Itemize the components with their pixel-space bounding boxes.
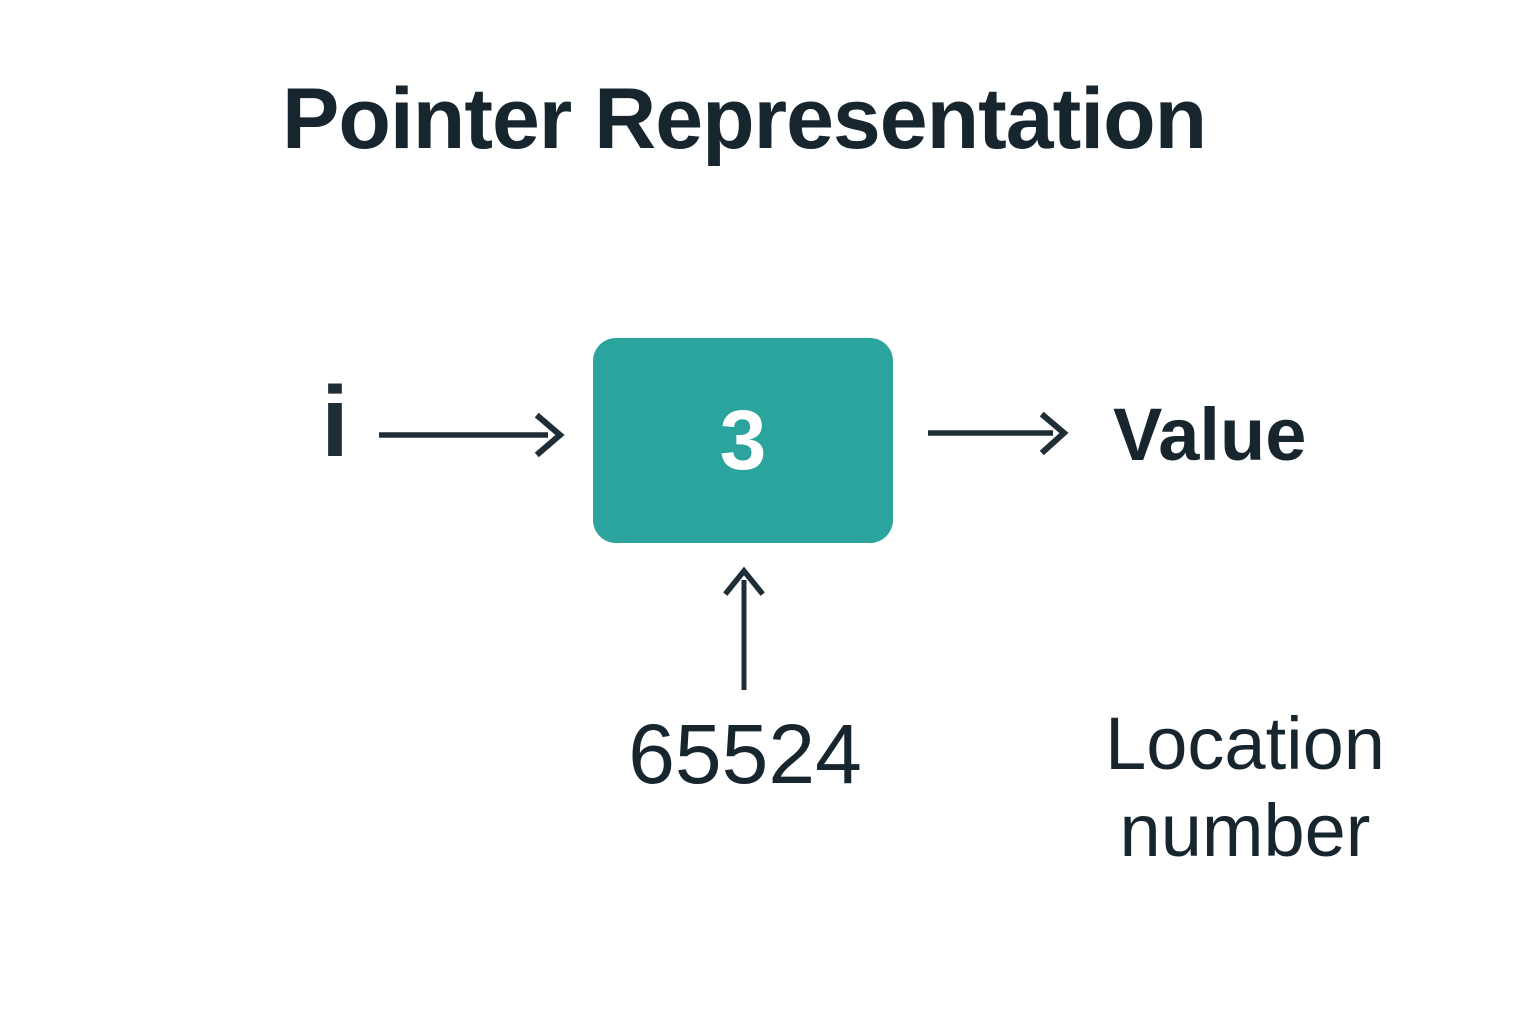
location-number-caption-line1: Location xyxy=(1105,702,1385,785)
pointer-variable-label: i xyxy=(321,366,349,478)
address-to-cell-arrow xyxy=(723,566,765,690)
value-caption: Value xyxy=(1113,393,1307,476)
memory-cell-box: 3 xyxy=(593,338,893,543)
location-number-caption: Location number xyxy=(1060,700,1430,875)
address-number: 65524 xyxy=(628,707,862,801)
cell-to-value-arrow xyxy=(928,411,1069,456)
memory-cell-value: 3 xyxy=(719,392,767,487)
location-number-caption-line2: number xyxy=(1119,789,1371,873)
pointer-to-cell-arrow xyxy=(379,412,565,458)
page-title: Pointer Representation xyxy=(282,71,1207,167)
